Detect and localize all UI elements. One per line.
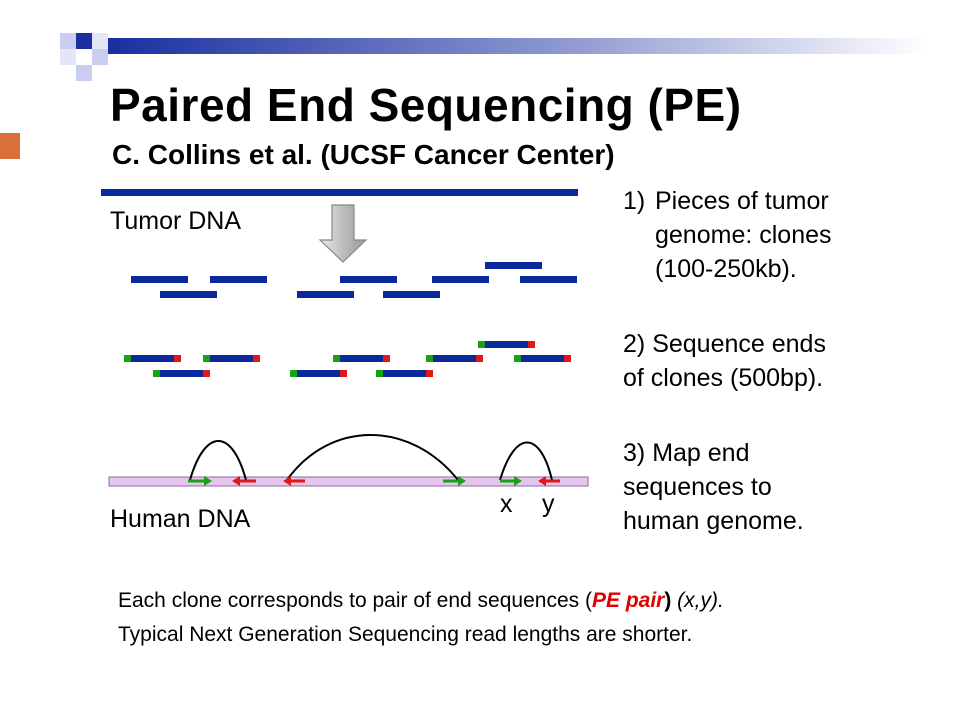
step-number: 1) xyxy=(623,187,646,215)
reverse-end-arrow-icon xyxy=(232,476,256,486)
tumor-dna-bar xyxy=(101,189,578,196)
pair-arc xyxy=(499,441,553,481)
y-label: y xyxy=(542,490,555,518)
forward-end-arrow-icon xyxy=(443,476,466,486)
forward-end-arrow-icon xyxy=(188,476,212,486)
note-xy: (x,y). xyxy=(671,589,724,612)
step-number: 3) xyxy=(623,439,646,467)
human-dna-label: Human DNA xyxy=(110,505,251,533)
human-dna-bar xyxy=(108,476,589,487)
corner-decoration xyxy=(60,33,108,81)
pe-pair-highlight: PE pair xyxy=(591,589,665,612)
clone-with-ends xyxy=(426,355,483,362)
clone xyxy=(520,276,577,283)
note-text: Each clone corresponds to pair of end se… xyxy=(118,589,592,612)
clone-with-ends xyxy=(153,370,210,377)
step-text: Sequence ends of clones (500bp). xyxy=(623,330,826,392)
step-number: 2) xyxy=(623,330,646,358)
clone-with-ends xyxy=(478,341,535,348)
clone xyxy=(131,276,188,283)
clone-fragments xyxy=(131,262,577,298)
accent-square xyxy=(0,133,20,159)
header-bar xyxy=(108,38,928,54)
reverse-end-arrow-icon xyxy=(538,476,560,486)
clone xyxy=(160,291,217,298)
down-arrow-icon xyxy=(318,204,368,263)
note-line-1: Each clone corresponds to pair of end se… xyxy=(118,589,724,613)
clone xyxy=(210,276,267,283)
step-2: 2) Sequence ends of clones (500bp). xyxy=(623,327,843,395)
reverse-end-arrow-icon xyxy=(283,476,305,486)
step-3: 3) Map end sequences to human genome. xyxy=(623,436,853,538)
clone-with-ends xyxy=(376,370,433,377)
slide-title: Paired End Sequencing (PE) xyxy=(110,79,742,131)
pair-arc xyxy=(189,440,247,481)
clone-with-ends xyxy=(333,355,390,362)
note-paren: ) xyxy=(664,589,672,612)
clone-with-ends xyxy=(290,370,347,377)
slide-subtitle: C. Collins et al. (UCSF Cancer Center) xyxy=(112,139,615,170)
step-text: Pieces of tumor genome: clones (100-250k… xyxy=(655,187,832,283)
step-text: Map end sequences to human genome. xyxy=(623,439,804,535)
clone xyxy=(432,276,489,283)
pair-arc xyxy=(286,434,459,481)
step-1: 1) Pieces of tumor genome: clones (100-2… xyxy=(623,184,883,286)
clone-with-ends xyxy=(203,355,260,362)
clone xyxy=(485,262,542,269)
sequenced-clones xyxy=(124,341,571,377)
note-line-2: Typical Next Generation Sequencing read … xyxy=(118,623,693,646)
mapped-ends xyxy=(188,476,560,486)
clone xyxy=(383,291,440,298)
clone xyxy=(297,291,354,298)
pe-pair-arcs xyxy=(189,434,553,481)
clone xyxy=(340,276,397,283)
forward-end-arrow-icon xyxy=(500,476,522,486)
x-label: x xyxy=(500,490,513,518)
clone-with-ends xyxy=(124,355,181,362)
clone-with-ends xyxy=(514,355,571,362)
tumor-dna-label: Tumor DNA xyxy=(110,207,242,235)
